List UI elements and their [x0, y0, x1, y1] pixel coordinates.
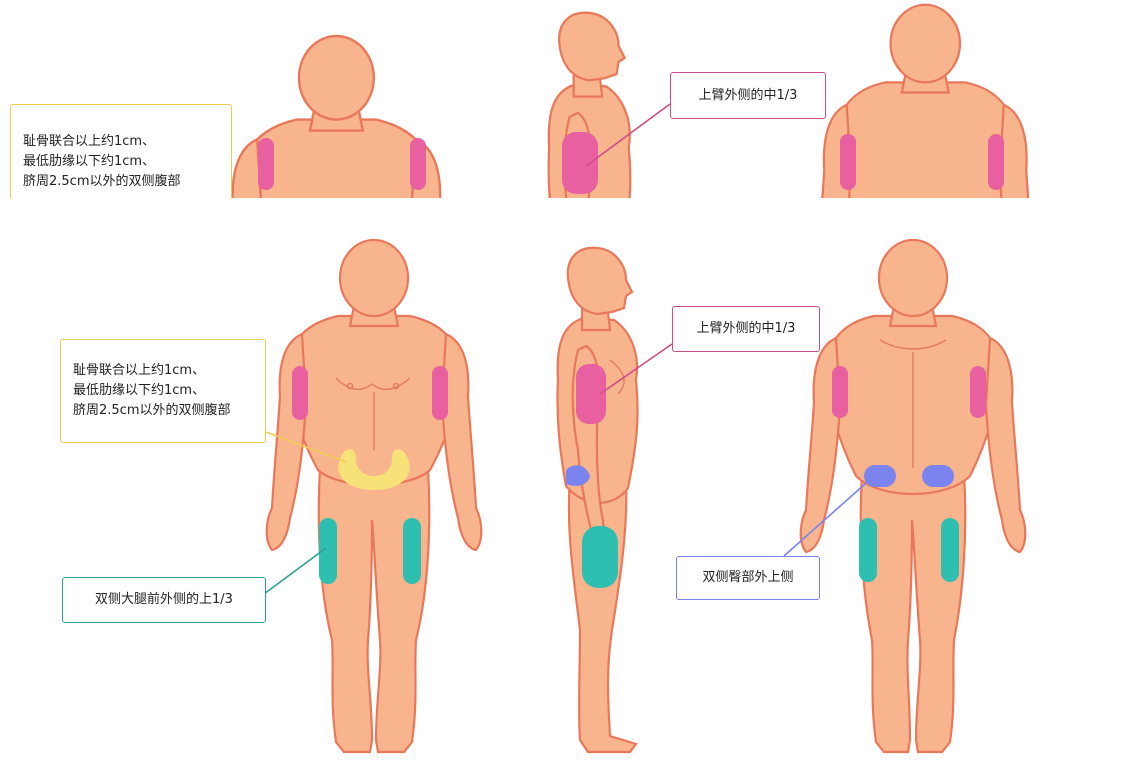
back-left-thigh-site-icon — [859, 518, 877, 582]
right-arm-site-icon — [410, 138, 426, 190]
thigh-label: 双侧大腿前外侧的上1/3 — [62, 577, 266, 623]
top-upper-arm-label: 上臂外侧的中1/3 — [670, 72, 826, 119]
buttock-label: 双侧臀部外上侧 — [676, 556, 820, 600]
side-arm-site-icon — [562, 132, 598, 194]
back-right-arm-site-icon — [988, 134, 1004, 190]
thigh-text: 双侧大腿前外侧的上1/3 — [95, 590, 233, 610]
top-abdomen-line-2: 最低肋缘以下约1cm、 — [23, 152, 219, 172]
back-body-icon — [801, 240, 1026, 752]
abdomen-label: 耻骨联合以上约1cm、 最低肋缘以下约1cm、 脐周2.5cm以外的双侧腹部 — [60, 339, 266, 443]
side-body-icon — [557, 248, 637, 752]
upper-arm-text: 上臂外侧的中1/3 — [697, 319, 796, 339]
upper-arm-label: 上臂外侧的中1/3 — [672, 306, 820, 352]
abdomen-line-2: 最低肋缘以下约1cm、 — [73, 381, 253, 401]
front-right-thigh-site-icon — [403, 518, 421, 584]
abdomen-line-1: 耻骨联合以上约1cm、 — [73, 361, 253, 381]
front-body-icon — [267, 240, 482, 752]
left-arm-site-icon — [258, 138, 274, 190]
back-left-buttock-site-icon — [864, 465, 896, 487]
back-right-thigh-site-icon — [941, 518, 959, 582]
top-abdomen-line-3: 脐周2.5cm以外的双侧腹部 — [23, 172, 219, 192]
side-arm-site-main-icon — [576, 364, 606, 424]
side-thigh-site-icon — [582, 526, 618, 588]
top-upper-arm-text: 上臂外侧的中1/3 — [699, 86, 798, 106]
front-right-arm-site-icon — [432, 366, 448, 420]
buttock-text: 双侧臀部外上侧 — [702, 568, 793, 588]
top-abdomen-label: 耻骨联合以上约1cm、 最低肋缘以下约1cm、 脐周2.5cm以外的双侧腹部 — [10, 104, 232, 200]
top-abdomen-line-1: 耻骨联合以上约1cm、 — [23, 132, 219, 152]
back-right-buttock-site-icon — [922, 465, 954, 487]
back-left-arm-site-main-icon — [832, 366, 848, 418]
back-left-arm-site-icon — [840, 134, 856, 190]
abdomen-line-3: 脐周2.5cm以外的双侧腹部 — [73, 401, 253, 421]
back-right-arm-site-main-icon — [970, 366, 986, 418]
front-left-arm-site-icon — [292, 366, 308, 420]
